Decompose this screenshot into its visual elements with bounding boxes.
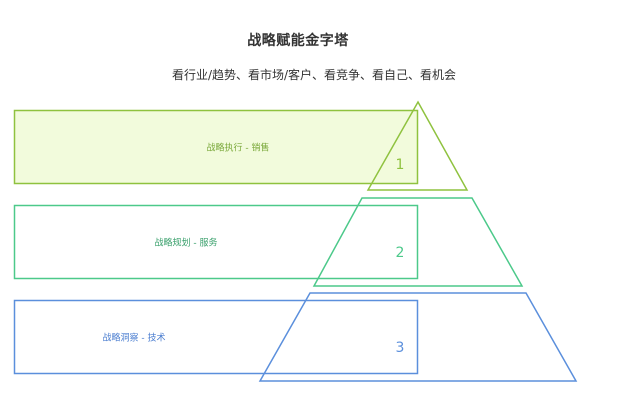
level-2-trapezoid xyxy=(312,197,524,287)
level-2-number: 2 xyxy=(395,245,405,261)
diagram-subtitle: 看行业/趋势、看市场/客户、看竞争、看自己、看机会 xyxy=(171,68,457,82)
level-3-box xyxy=(13,299,419,375)
level-2-box xyxy=(13,204,419,280)
level-1-box xyxy=(13,109,419,185)
level-3-trapezoid xyxy=(258,292,578,382)
level-3-label: 战略洞察 - 技术 xyxy=(102,333,166,344)
level-2-label: 战略规划 - 服务 xyxy=(154,238,218,249)
diagram-title: 战略赋能金字塔 xyxy=(247,33,349,49)
level-1-number: 1 xyxy=(395,157,405,173)
level-1-label: 战略执行 - 销售 xyxy=(206,143,270,154)
level-3-number: 3 xyxy=(395,340,405,356)
level-1-triangle xyxy=(366,100,469,191)
